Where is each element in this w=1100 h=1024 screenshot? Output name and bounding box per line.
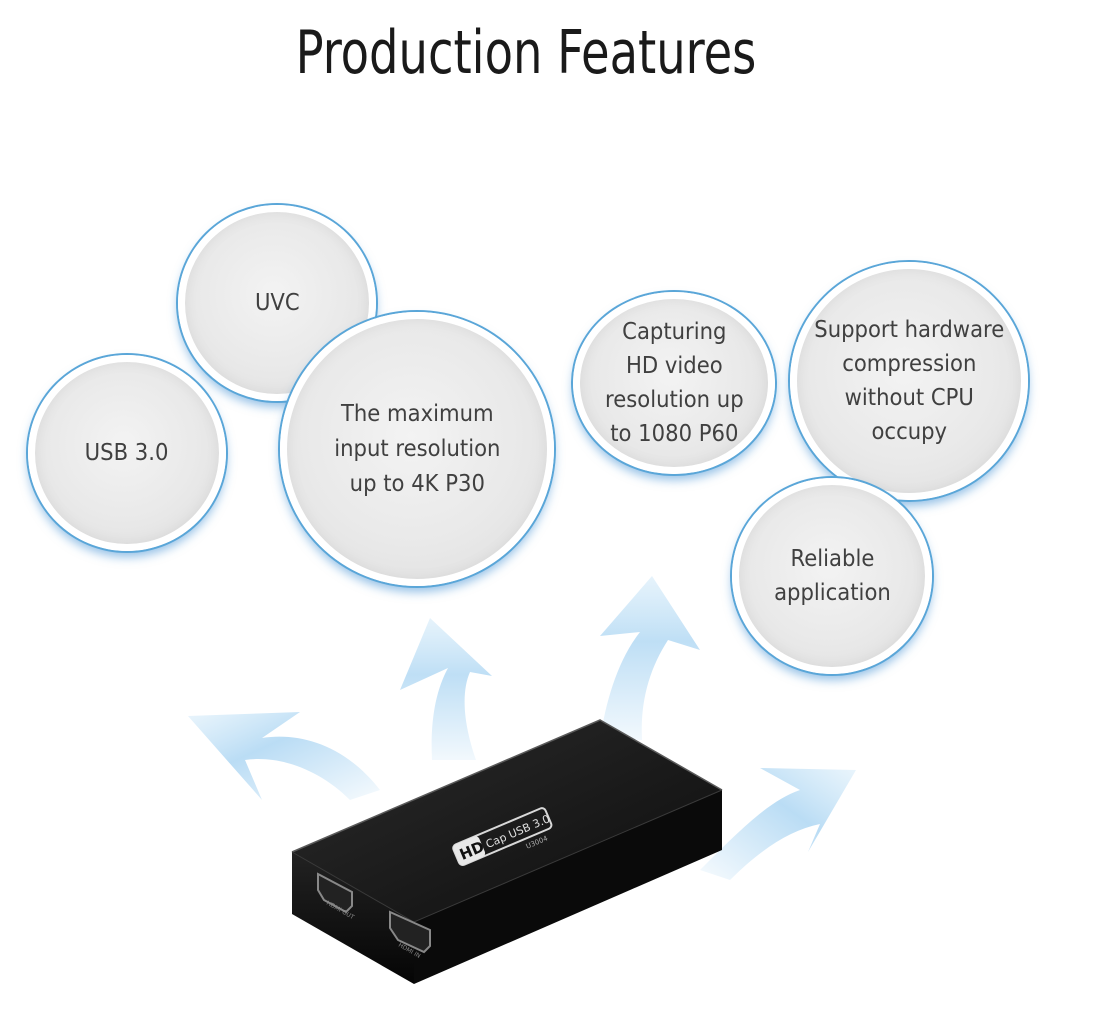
feature-text: The maximum <box>340 400 494 427</box>
feature-text: Capturing <box>621 319 727 345</box>
feature-text: occupy <box>871 419 947 445</box>
feature-text: HD video <box>625 353 723 379</box>
feature-text: input resolution <box>333 435 501 462</box>
arrow-right-icon <box>700 768 856 880</box>
hdmi-port-icon <box>389 910 431 954</box>
feature-bubble-hardware-compression: Support hardware compression without CPU… <box>790 262 1028 500</box>
feature-bubble-capturing: Capturing HD video resolution up to 1080… <box>573 292 775 474</box>
feature-text: USB 3.0 <box>85 440 169 466</box>
feature-text: UVC <box>254 290 300 316</box>
feature-text: to 1080 P60 <box>609 421 739 447</box>
page-title: Production Features <box>295 18 757 88</box>
feature-text: Support hardware <box>813 317 1005 343</box>
feature-text: application <box>773 580 891 606</box>
feature-bubble-usb: USB 3.0 <box>28 355 226 551</box>
feature-text: compression <box>841 351 977 377</box>
feature-text: up to 4K P30 <box>349 470 485 497</box>
feature-text: without CPU <box>844 385 974 411</box>
hdmi-port-icon <box>317 872 353 914</box>
capture-device: HD Cap USB 3.0 U3004 HDMI OUT HDMI IN <box>291 719 723 984</box>
arrow-left-icon <box>188 712 380 800</box>
feature-text: Reliable <box>790 546 874 572</box>
feature-text: resolution up <box>604 387 744 413</box>
feature-bubble-max-resolution: The maximum input resolution up to 4K P3… <box>280 312 554 586</box>
feature-bubble-reliable: Reliable application <box>732 478 932 674</box>
arrow-up-left-icon <box>400 618 492 760</box>
arrow-up-right-icon <box>600 576 700 740</box>
